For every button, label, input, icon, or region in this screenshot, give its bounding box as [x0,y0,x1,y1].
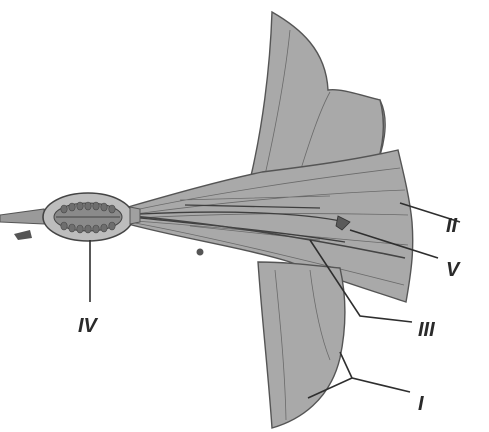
lower-petal [258,262,345,428]
label-II: II [446,215,458,237]
label-I: I [418,393,424,415]
pedicel [0,209,44,224]
label-V: V [446,259,461,281]
pedicel-tip [14,230,32,240]
label-III: III [418,319,435,341]
receptacle-neck [130,207,140,224]
label-IV: IV [78,315,99,337]
stamen-node [197,249,204,256]
upper-petal [250,12,383,180]
